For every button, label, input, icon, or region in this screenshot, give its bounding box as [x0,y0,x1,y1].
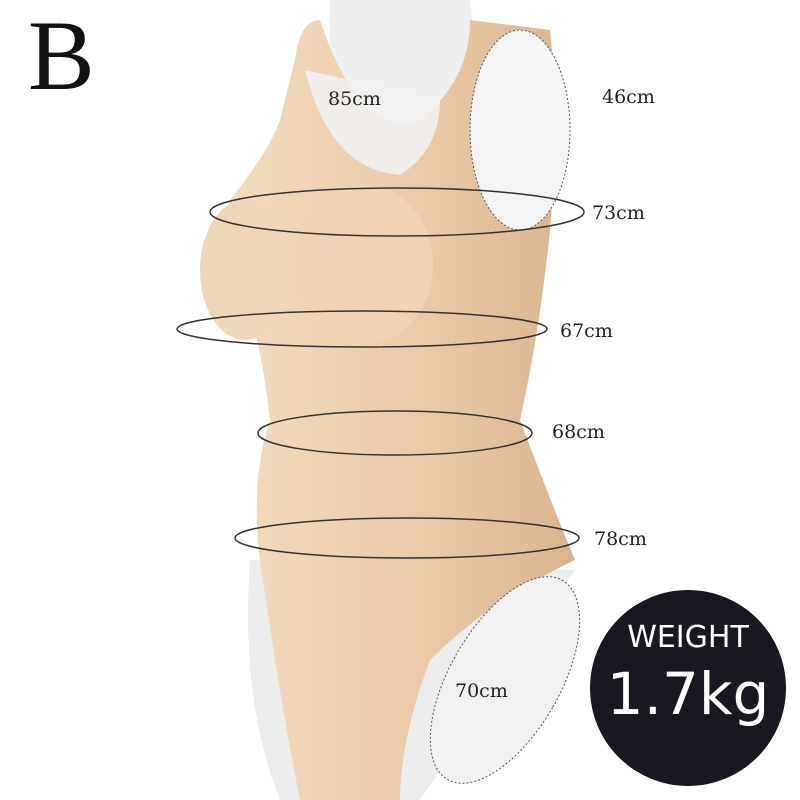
weight-badge: WEIGHT 1.7kg [590,590,786,786]
underbust-measurement: 67cm [560,320,613,342]
underbust-ring [176,310,548,348]
hip-measurement: 78cm [594,528,647,550]
waist-ring [257,410,533,456]
hip-ring [234,517,580,559]
variant-letter: B [28,0,95,111]
armhole-measurement: 46cm [602,86,655,108]
weight-value: 1.7kg [606,660,770,728]
weight-label: WEIGHT [627,620,749,655]
bodysuit-torso [217,20,575,800]
bust-measurement: 73cm [592,202,645,224]
leg-measurement: 70cm [455,680,508,702]
bust-ring [209,187,585,237]
neck-measurement: 85cm [328,88,381,110]
waist-measurement: 68cm [552,421,605,443]
